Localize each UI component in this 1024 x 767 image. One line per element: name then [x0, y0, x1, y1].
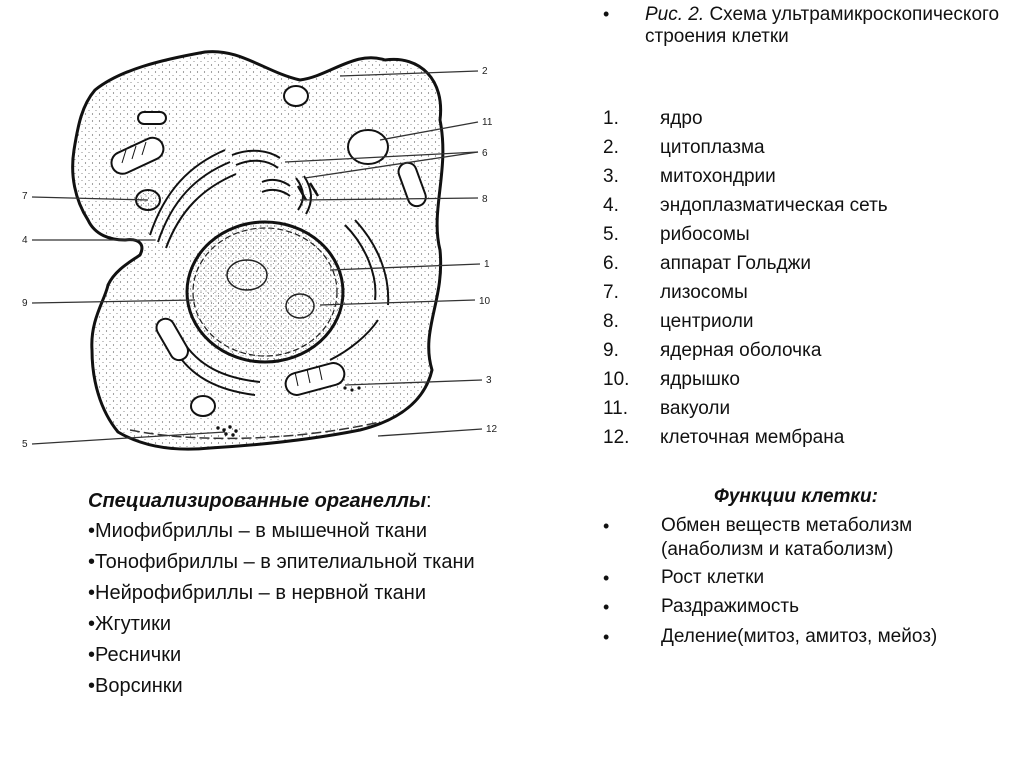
- list-item: •Ворсинки: [88, 671, 568, 702]
- nucleolus-2: [286, 294, 314, 318]
- list-item: •Жгутики: [88, 609, 568, 640]
- nucleolus: [227, 260, 267, 290]
- specialized-title-text: Специализированные органеллы: [88, 490, 426, 512]
- specialized-title-colon: :: [426, 490, 432, 512]
- callout-10: 10: [479, 296, 491, 307]
- legend-num: 4.: [603, 195, 643, 217]
- functions-title: Функции клетки:: [714, 486, 878, 508]
- legend-label: эндоплазматическая сеть: [660, 195, 888, 217]
- legend-num: 2.: [603, 137, 643, 159]
- nucleus: [187, 222, 343, 362]
- legend-num: 1.: [603, 108, 643, 130]
- functions-bullet: •: [603, 516, 609, 537]
- legend-num: 10.: [603, 369, 643, 391]
- callout-5: 5: [22, 439, 28, 450]
- legend-num: 7.: [603, 282, 643, 304]
- list-item: •Реснички: [88, 640, 568, 671]
- legend-label: аппарат Гольджи: [660, 253, 811, 275]
- legend-num: 8.: [603, 311, 643, 333]
- legend-label: клеточная мембрана: [660, 427, 844, 449]
- legend-label: лизосомы: [660, 282, 748, 304]
- legend-num: 5.: [603, 224, 643, 246]
- legend-label: митохондрии: [660, 166, 776, 188]
- functions-bullet: •: [603, 568, 609, 589]
- legend-label: центриоли: [660, 311, 753, 333]
- legend-label: ядро: [660, 108, 703, 130]
- list-item: •Миофибриллы – в мышечной ткани: [88, 516, 568, 547]
- legend-num: 6.: [603, 253, 643, 275]
- callout-4: 4: [22, 235, 28, 246]
- callout-12: 12: [486, 424, 498, 435]
- callout-1: 1: [484, 259, 490, 270]
- caption: Рис. 2. Схема ультрамикроскопического ст…: [645, 4, 1015, 48]
- callout-2: 2: [482, 66, 488, 77]
- caption-bullet: •: [603, 4, 609, 25]
- legend-label: цитоплазма: [660, 137, 765, 159]
- legend-label: ядерная оболочка: [660, 340, 821, 362]
- callout-9: 9: [22, 298, 28, 309]
- callout-8: 8: [482, 194, 488, 205]
- list-item: •Нейрофибриллы – в нервной ткани: [88, 578, 568, 609]
- functions-item: Рост клетки: [661, 566, 1001, 590]
- functions-bullet: •: [603, 627, 609, 648]
- specialized-organelles: Специализированные органеллы: •Миофибрил…: [88, 486, 568, 702]
- callout-7: 7: [22, 191, 28, 202]
- functions-item: Обмен веществ метаболизм (анаболизм и ка…: [661, 514, 1001, 562]
- callout-11: 11: [482, 117, 493, 128]
- vacuole-small: [284, 86, 308, 106]
- list-item: •Тонофибриллы – в эпителиальной ткани: [88, 547, 568, 578]
- legend-label: ядрышко: [660, 369, 740, 391]
- callout-3: 3: [486, 375, 492, 386]
- legend-num: 11.: [603, 398, 643, 420]
- functions-item: Деление(митоз, амитоз, мейоз): [661, 625, 1001, 649]
- legend-label: рибосомы: [660, 224, 750, 246]
- cell-diagram: 2 11 6 7 8 4 1 9 10 3 5 12: [0, 0, 600, 470]
- callout-6: 6: [482, 148, 488, 159]
- specialized-title: Специализированные органеллы:: [88, 486, 568, 516]
- legend-num: 3.: [603, 166, 643, 188]
- caption-fig-label: Рис. 2.: [645, 4, 704, 25]
- legend-num: 9.: [603, 340, 643, 362]
- legend-label: вакуоли: [660, 398, 730, 420]
- legend-num: 12.: [603, 427, 643, 449]
- functions-bullet: •: [603, 597, 609, 618]
- functions-item: Раздражимость: [661, 595, 1001, 619]
